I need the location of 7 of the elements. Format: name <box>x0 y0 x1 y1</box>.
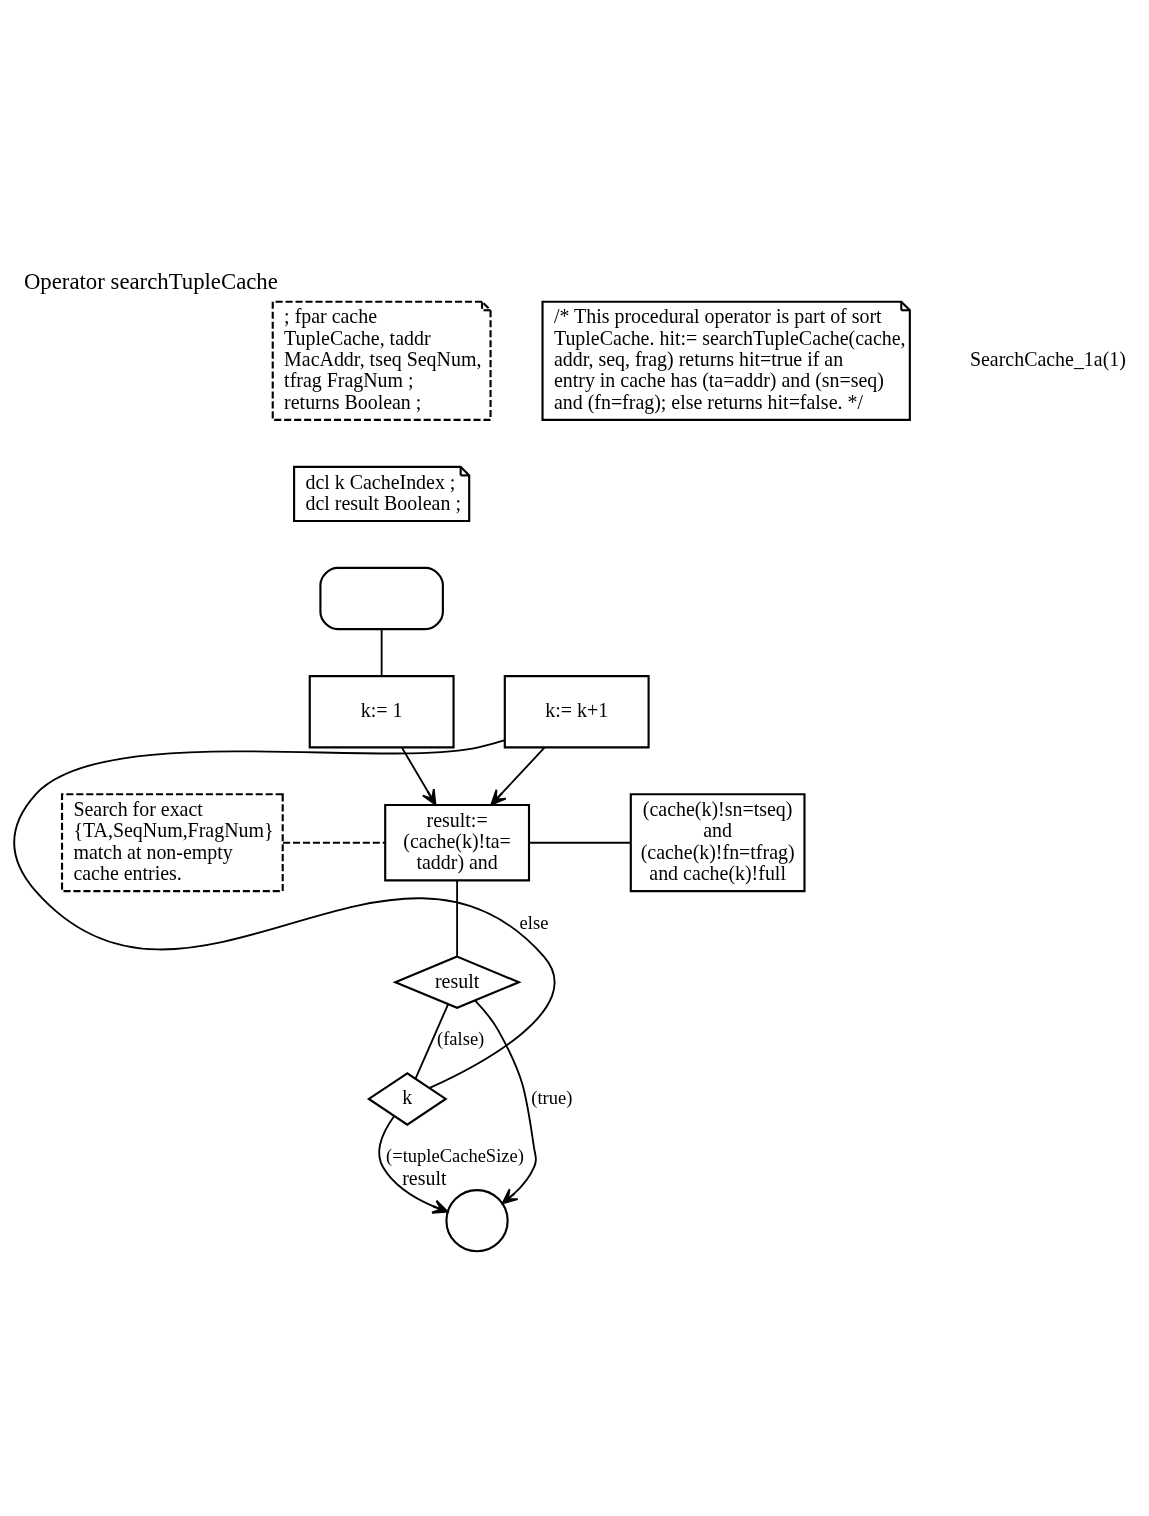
node-label: result <box>402 1166 447 1189</box>
edge-label: (true) <box>531 1087 573 1108</box>
edge-label: (=tupleCacheSize) <box>386 1146 524 1167</box>
diagram-title: Operator searchTupleCache <box>23 268 278 294</box>
edge-label: else <box>519 912 549 933</box>
edge-label: (false) <box>437 1029 485 1050</box>
label: SearchCache_1a(1) <box>969 348 1126 371</box>
